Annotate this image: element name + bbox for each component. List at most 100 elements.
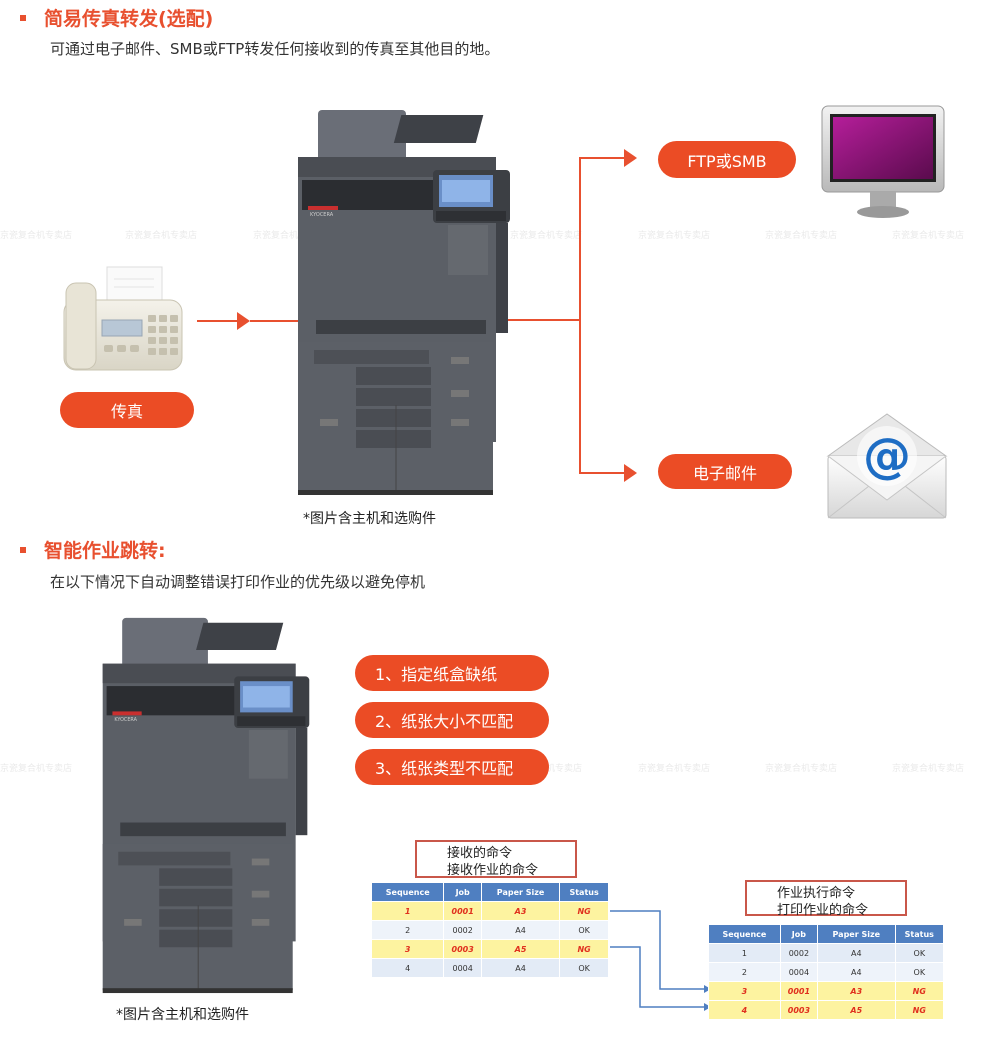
table-cell: 4	[708, 1000, 781, 1020]
section1-description: 可通过电子邮件、SMB或FTP转发任何接收到的传真至其他目的地。	[50, 40, 500, 58]
table-cell: 0004	[779, 962, 819, 982]
watermark: 京瓷复合机专卖店	[510, 231, 583, 241]
watermark: 京瓷复合机专卖店	[892, 231, 965, 241]
table-cell: A4	[817, 962, 896, 982]
section2-heading: 智能作业跳转:	[20, 536, 166, 563]
fax-machine-icon	[63, 266, 183, 371]
table-cell: OK	[559, 920, 609, 940]
printer-image-1: KYOCERA	[298, 110, 510, 495]
table-cell: 0003	[779, 1000, 819, 1020]
arrow-right-icon	[624, 464, 637, 482]
watermark: 京瓷复合机专卖店	[125, 231, 198, 241]
job-table-executed: Sequence Job Paper Size Status 1 0002 A4…	[708, 924, 945, 1020]
flow-line	[579, 157, 627, 159]
table-header: Status	[894, 924, 945, 944]
watermark: 京瓷复合机专卖店	[765, 764, 838, 774]
execute-command-line2: 打印作业的命令	[777, 903, 869, 918]
table-cell: 0003	[443, 939, 482, 959]
table-cell: OK	[894, 962, 945, 982]
table-row: 2 0004 A4 OK	[708, 962, 945, 982]
table-row: 3 0001 A3 NG	[708, 981, 945, 1001]
table-cell: OK	[559, 958, 609, 978]
watermark: 京瓷复合机专卖店	[0, 764, 73, 774]
svg-text:KYOCERA: KYOCERA	[114, 717, 137, 723]
table-cell: A4	[817, 943, 896, 963]
table-cell: NG	[894, 1000, 945, 1020]
condition-item-3: 3、纸张类型不匹配	[355, 749, 549, 785]
table-cell: 3	[708, 981, 781, 1001]
table-cell: A5	[480, 939, 561, 959]
printer-caption-1: *图片含主机和选购件	[303, 511, 436, 527]
table-cell: A4	[480, 958, 561, 978]
fax-label-pill: 传真	[60, 392, 194, 428]
arrow-right-icon	[237, 312, 250, 330]
section2-description: 在以下情况下自动调整错误打印作业的优先级以避免停机	[50, 573, 426, 591]
table-row: 2 0002 A4 OK	[370, 920, 609, 940]
section1-heading: 简易传真转发(选配)	[20, 4, 213, 31]
table-cell: 0001	[779, 981, 819, 1001]
section1-title: 简易传真转发(选配)	[44, 8, 214, 30]
table-cell: 0001	[443, 901, 482, 921]
table-cell: A3	[817, 981, 896, 1001]
flow-line	[250, 320, 300, 322]
table-cell: A3	[480, 901, 561, 921]
table-cell: NG	[559, 901, 609, 921]
table-header: Paper Size	[817, 924, 896, 944]
flow-line	[508, 319, 581, 321]
execute-command-line1: 作业执行命令	[777, 886, 856, 901]
table-cell: NG	[559, 939, 609, 959]
table-cell: NG	[894, 981, 945, 1001]
printer-image-2: KYOCERA	[102, 617, 310, 994]
table-header: Status	[559, 882, 609, 902]
received-command-line1: 接收的命令	[447, 846, 513, 861]
job-table-received: Sequence Job Paper Size Status 1 0001 A3…	[370, 882, 609, 978]
arrow-right-icon	[624, 149, 637, 167]
table-row: 1 0001 A3 NG	[370, 901, 609, 921]
table-header: Paper Size	[480, 882, 561, 902]
table-cell: 1	[708, 943, 781, 963]
reorder-arrows	[610, 910, 711, 1011]
table-row: 4 0004 A4 OK	[370, 958, 609, 978]
email-envelope-icon: @	[826, 413, 948, 519]
table-cell: OK	[894, 943, 945, 963]
flow-line	[579, 472, 627, 474]
ftp-smb-label-pill: FTP或SMB	[658, 141, 796, 178]
flow-line	[579, 157, 581, 473]
bullet-square-icon	[20, 546, 26, 553]
watermark: 京瓷复合机专卖店	[638, 231, 711, 241]
table-cell: 0004	[443, 958, 482, 978]
condition-item-2: 2、纸张大小不匹配	[355, 702, 549, 738]
svg-text:@: @	[863, 428, 911, 484]
watermark: 京瓷复合机专卖店	[253, 231, 326, 241]
table-row: 3 0003 A5 NG	[370, 939, 609, 959]
table-row: 1 0002 A4 OK	[708, 943, 945, 963]
flow-line	[197, 320, 241, 322]
table-cell: 2	[708, 962, 781, 982]
watermark: 京瓷复合机专卖店	[0, 231, 73, 241]
table-cell: 1	[370, 901, 445, 921]
watermark: 京瓷复合机专卖店	[892, 764, 965, 774]
table-cell: 4	[370, 958, 445, 978]
table-cell: A5	[817, 1000, 896, 1020]
table-row: 4 0003 A5 NG	[708, 1000, 945, 1020]
table-cell: A4	[480, 920, 561, 940]
table-header: Job	[443, 882, 482, 902]
received-command-line2: 接收作业的命令	[447, 863, 539, 878]
table-cell: 0002	[443, 920, 482, 940]
email-label-pill: 电子邮件	[658, 454, 792, 489]
condition-item-1: 1、指定纸盒缺纸	[355, 655, 549, 691]
table-header: Sequence	[708, 924, 781, 944]
watermark: 京瓷复合机专卖店	[765, 231, 838, 241]
svg-text:KYOCERA: KYOCERA	[310, 212, 334, 218]
table-header: Sequence	[370, 882, 445, 902]
monitor-icon	[821, 105, 945, 218]
section2-title: 智能作业跳转:	[44, 540, 166, 562]
execute-command-box: 作业执行命令 打印作业的命令	[745, 880, 907, 918]
printer-caption-2: *图片含主机和选购件	[116, 1007, 249, 1023]
received-command-box: 接收的命令 接收作业的命令	[415, 840, 577, 878]
table-cell: 0002	[779, 943, 819, 963]
table-cell: 2	[370, 920, 445, 940]
watermark: 京瓷复合机专卖店	[638, 764, 711, 774]
table-header: Job	[779, 924, 819, 944]
bullet-square-icon	[20, 14, 26, 21]
